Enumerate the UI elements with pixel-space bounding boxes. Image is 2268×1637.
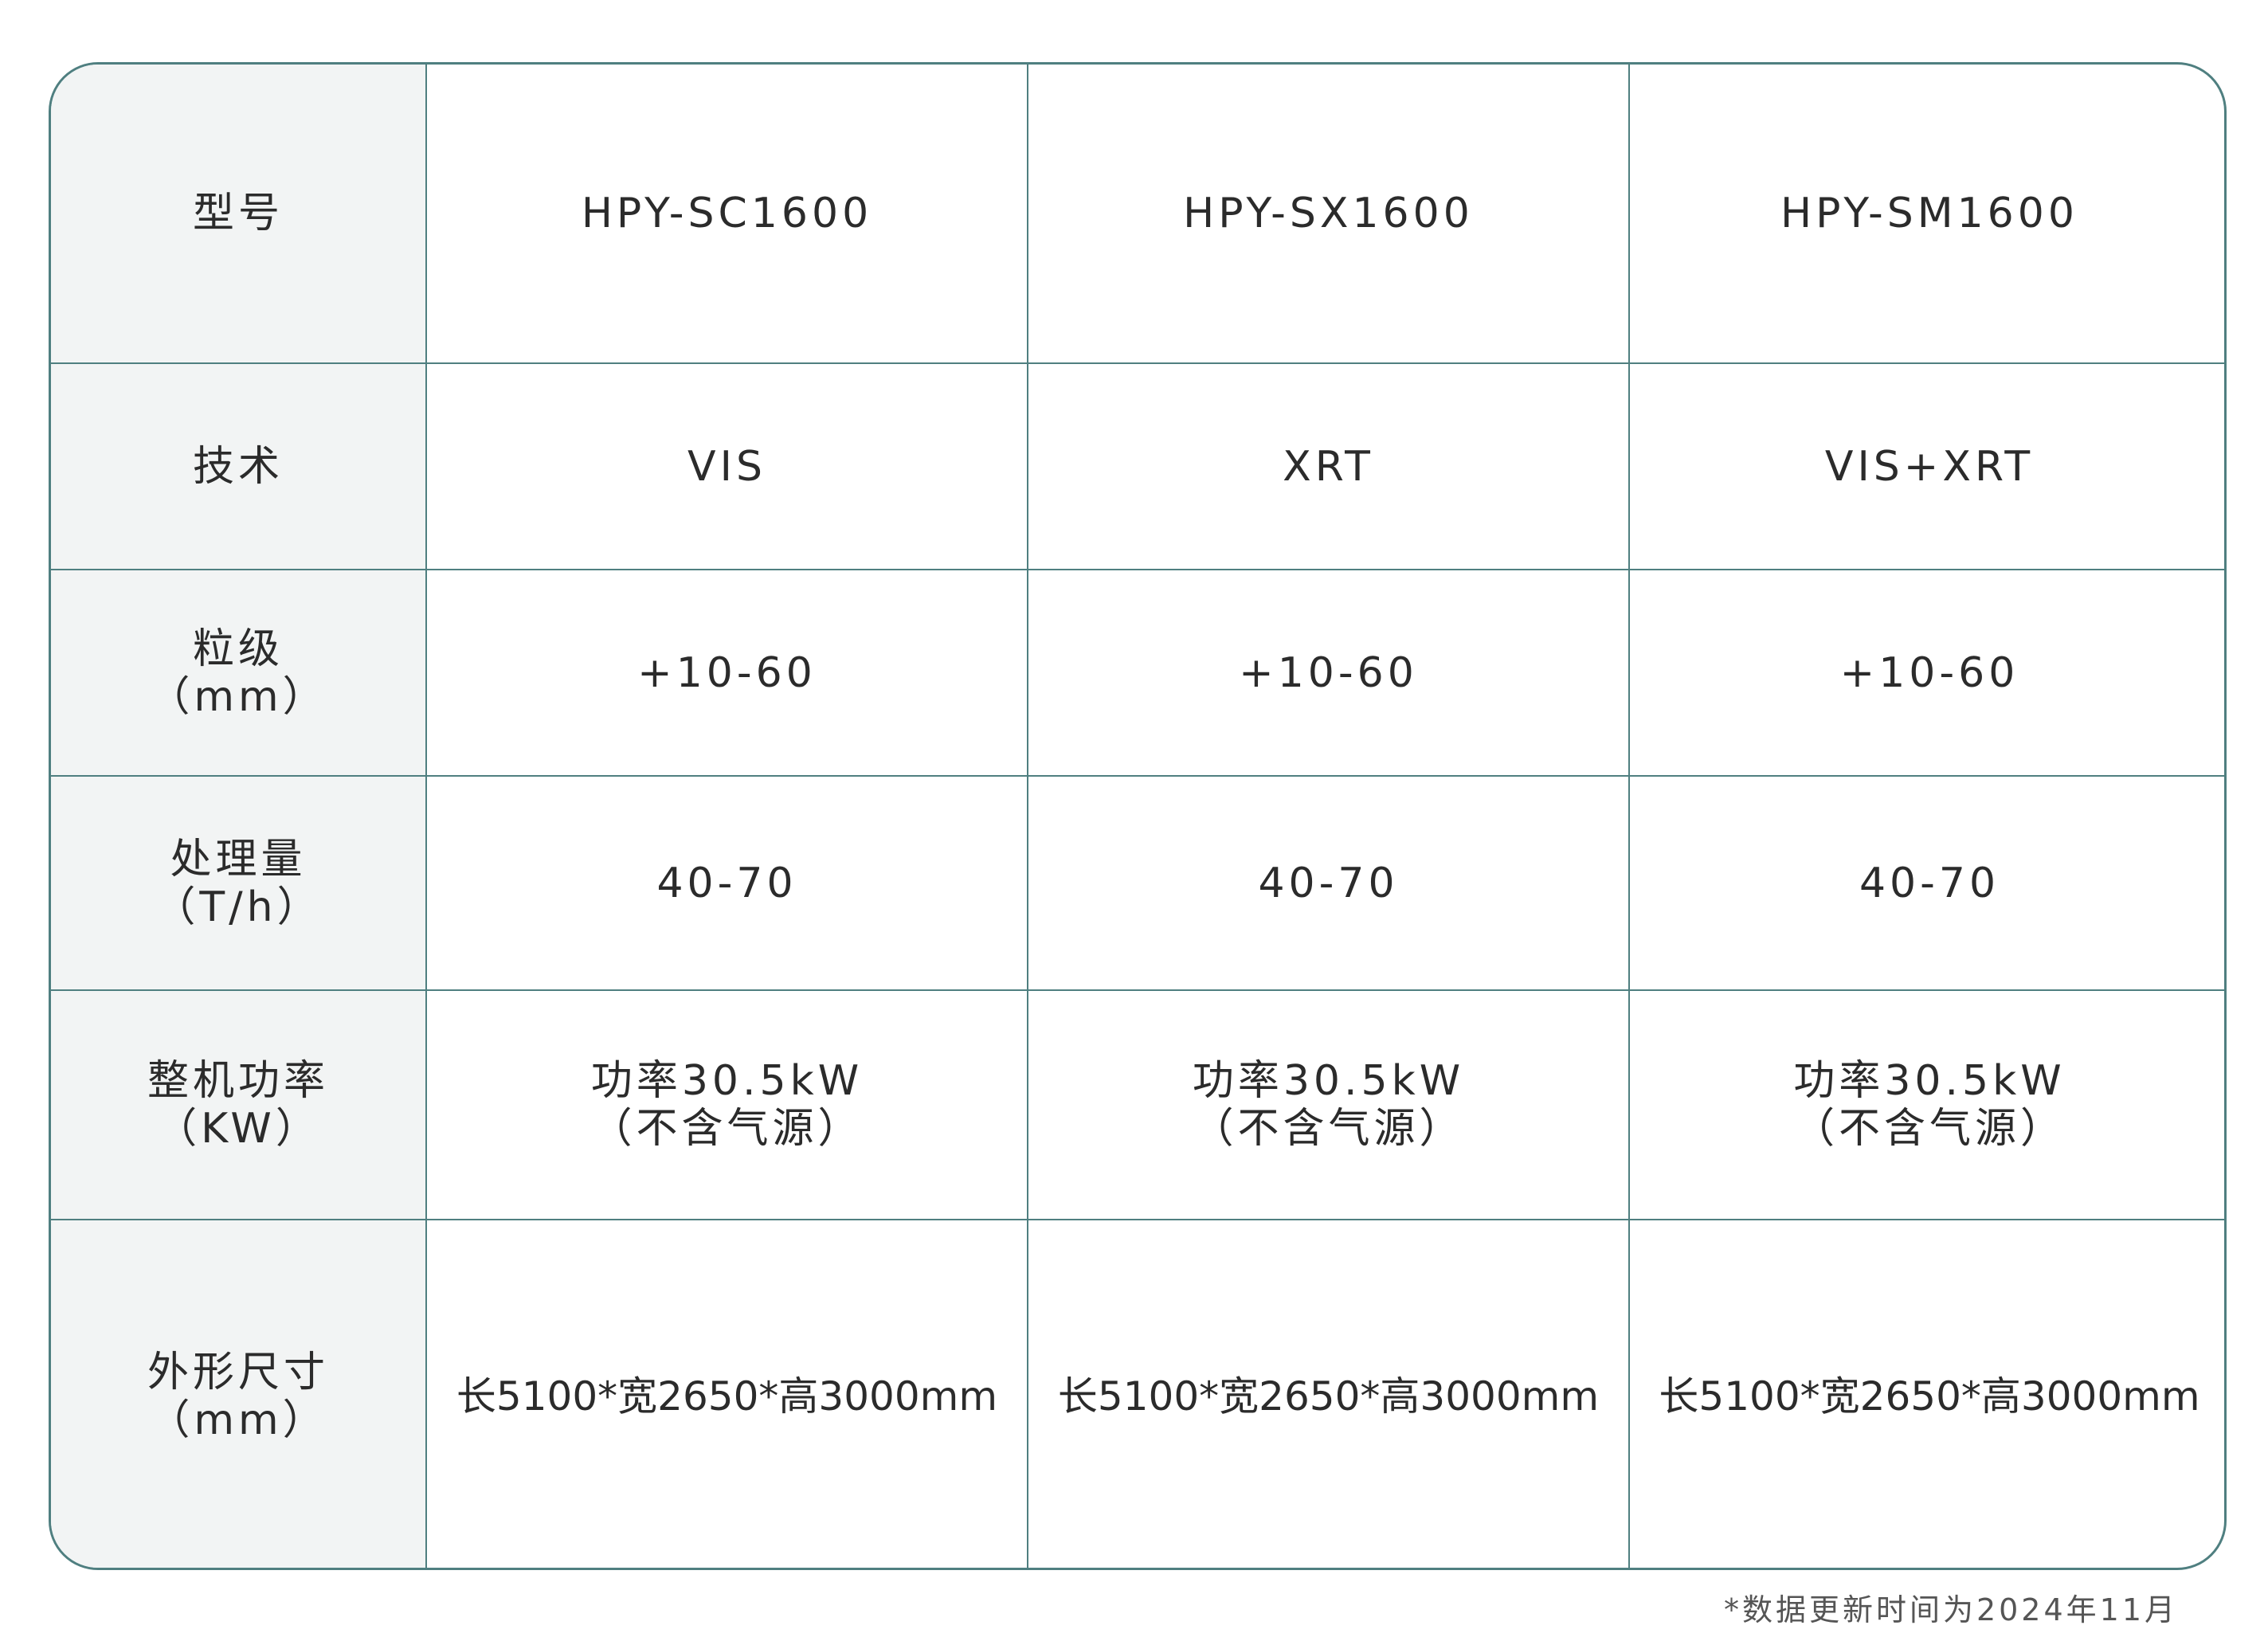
row-label-power: 整机功率 （KW）	[51, 991, 427, 1220]
cell-grain-size-3: +10-60	[1630, 570, 2224, 777]
row-label-technology: 技术	[51, 364, 427, 570]
cell-technology-1: VIS	[427, 364, 1028, 570]
cell-power-2: 功率30.5kW （不含气源）	[1028, 991, 1630, 1220]
cell-dimensions-1: 长5100*宽2650*高3000mm	[427, 1220, 1028, 1568]
cell-grain-size-2: +10-60	[1028, 570, 1630, 777]
cell-technology-3: VIS+XRT	[1630, 364, 2224, 570]
cell-model-1: HPY-SC1600	[427, 65, 1028, 364]
cell-dimensions-3: 长5100*宽2650*高3000mm	[1659, 1373, 2200, 1420]
cell-technology-2: XRT	[1028, 364, 1630, 570]
cell-grain-size-1: +10-60	[427, 570, 1028, 777]
row-label-grain-size: 粒级 （mm）	[51, 570, 427, 777]
row-label-capacity: 处理量 （T/h）	[51, 777, 427, 991]
cell-power-1: 功率30.5kW （不含气源）	[427, 991, 1028, 1220]
row-label-dimensions: 外形尺寸 （mm）	[51, 1220, 427, 1568]
row-label-model: 型号	[51, 65, 427, 364]
footnote-update-date: *数据更新时间为2024年11月	[1723, 1592, 2178, 1627]
cell-dimensions-2: 长5100*宽2650*高3000mm	[1028, 1220, 1630, 1568]
cell-capacity-1: 40-70	[427, 777, 1028, 991]
cell-capacity-3: 40-70	[1630, 777, 2224, 991]
spec-table: 型号 HPY-SC1600 HPY-SX1600 HPY-SM1600 技术 V…	[49, 62, 2227, 1570]
cell-model-2: HPY-SX1600	[1028, 65, 1630, 364]
cell-capacity-2: 40-70	[1028, 777, 1630, 991]
cell-model-3: HPY-SM1600	[1630, 65, 2224, 364]
cell-power-3: 功率30.5kW （不含气源）	[1630, 991, 2224, 1220]
